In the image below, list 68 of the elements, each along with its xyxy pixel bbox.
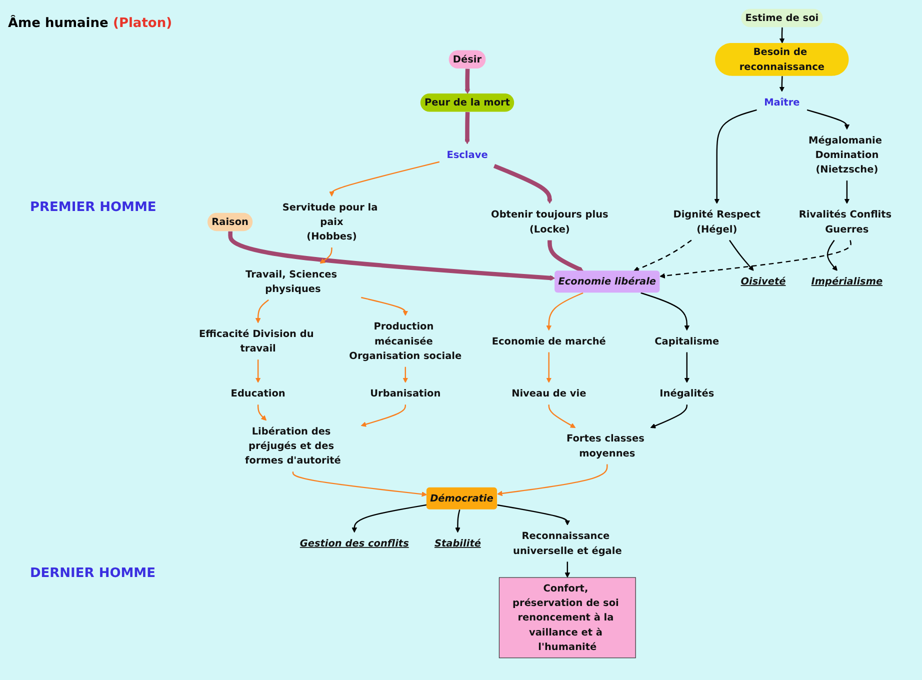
arrow bbox=[255, 360, 261, 383]
arrow bbox=[493, 164, 552, 204]
arrow bbox=[844, 180, 850, 204]
node-text: Stabilité bbox=[434, 537, 481, 549]
node-box: Raison bbox=[208, 212, 253, 232]
node-box: Estime de soi bbox=[741, 8, 823, 28]
arrow bbox=[640, 292, 690, 331]
node-text: Education bbox=[230, 388, 286, 400]
arrow bbox=[257, 404, 267, 421]
node-box: Confort, préservation de soi renoncement à la vaillance et à l'humanité bbox=[498, 577, 636, 658]
arrow bbox=[497, 504, 570, 526]
author-name: (Platon) bbox=[113, 16, 172, 31]
node-text: Capitalisme bbox=[654, 335, 720, 347]
arrow bbox=[360, 404, 406, 427]
arrow bbox=[228, 231, 556, 281]
arrow bbox=[548, 240, 584, 272]
arrow bbox=[650, 404, 688, 428]
node-text: Esclave bbox=[446, 148, 488, 160]
arrow bbox=[352, 504, 427, 533]
node-text: Dignité Respect (Hégel) bbox=[673, 208, 760, 235]
arrow bbox=[329, 161, 440, 197]
arrow bbox=[660, 240, 852, 278]
node-text: Oisiveté bbox=[740, 276, 786, 288]
arrow bbox=[684, 352, 690, 383]
node-text: Maître bbox=[764, 96, 800, 108]
arrow bbox=[361, 296, 408, 316]
node-box: Démocratie bbox=[426, 487, 498, 510]
node-text: Servitude pour la paix (Hobbes) bbox=[282, 201, 378, 242]
node-text: Gestion des conflits bbox=[300, 537, 409, 549]
arrow bbox=[497, 464, 608, 496]
arrow bbox=[634, 240, 692, 272]
arrow bbox=[292, 472, 427, 497]
arrow bbox=[714, 109, 757, 204]
arrow bbox=[826, 240, 838, 271]
arrow bbox=[548, 404, 576, 428]
arrow bbox=[806, 109, 850, 130]
node-box: Peur de la mort bbox=[420, 94, 514, 112]
node-text: Mégalomanie Domination (Nietzsche) bbox=[808, 134, 882, 176]
heading-text: Âme humaine bbox=[8, 16, 108, 31]
section-label: DERNIER HOMME bbox=[30, 566, 156, 581]
node-text: Efficacité Division du travail bbox=[198, 328, 314, 354]
node-text: Impérialisme bbox=[811, 276, 883, 288]
section-label: PREMIER HOMME bbox=[30, 200, 156, 215]
arrow bbox=[779, 27, 785, 44]
arrow bbox=[564, 562, 570, 578]
node-text: Production mécanisée Organisation sociale bbox=[349, 320, 462, 362]
arrow bbox=[779, 76, 785, 92]
node-text: Reconnaissance universelle et égale bbox=[513, 530, 622, 556]
node-text: Niveau de vie bbox=[512, 388, 586, 400]
node-text: Libération des préjugés et des formes d'autorité bbox=[245, 425, 341, 466]
arrow bbox=[455, 509, 460, 533]
node-text: Fortes classes moyennes bbox=[566, 432, 644, 459]
node-text: Travail, Sciences physiques bbox=[246, 268, 338, 294]
node-text: Inégalités bbox=[660, 388, 714, 400]
arrow bbox=[546, 292, 584, 331]
arrow bbox=[546, 352, 552, 383]
arrow bbox=[320, 248, 332, 264]
arrow bbox=[255, 299, 269, 324]
arrow bbox=[464, 68, 470, 94]
arrow bbox=[464, 112, 470, 144]
node-text: Urbanisation bbox=[370, 388, 441, 400]
node-text: Rivalités Conflits Guerres bbox=[798, 208, 892, 235]
arrow bbox=[402, 366, 408, 383]
node-box: Besoin de reconnaissance bbox=[715, 42, 849, 76]
node-text: Economie de marché bbox=[492, 335, 606, 347]
node-box: Economie libérale bbox=[554, 270, 660, 293]
node-text: Obtenir toujours plus (Locke) bbox=[491, 208, 608, 235]
arrow bbox=[729, 240, 754, 271]
